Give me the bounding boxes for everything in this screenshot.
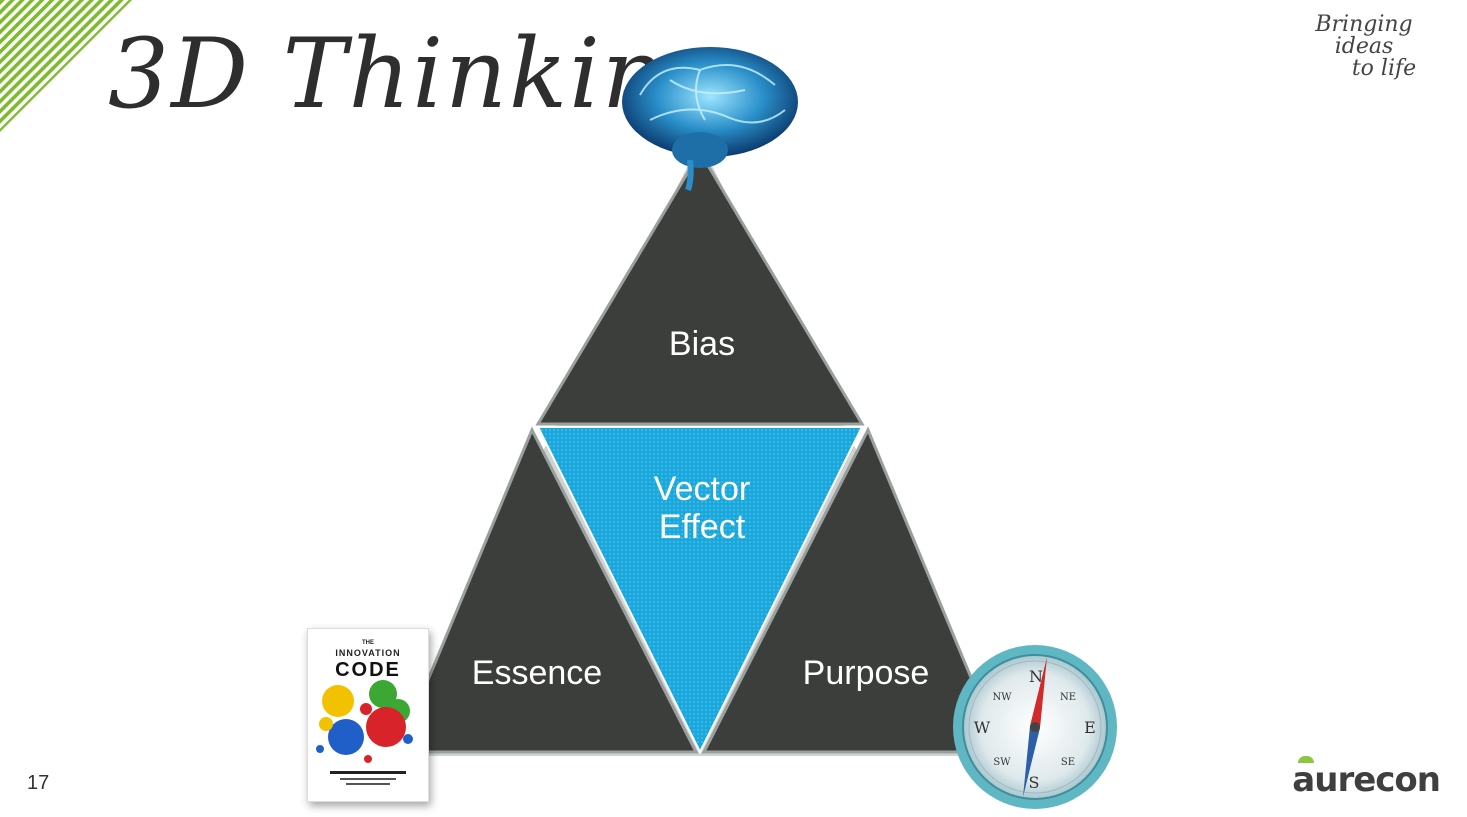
innovation-code-book-image: THE INNOVATION CODE (307, 628, 429, 802)
slide-number: 17 (27, 772, 50, 794)
book-cover-splatter (316, 680, 413, 785)
brain-image (622, 47, 798, 191)
tagline-line-1: Bringing ideas (1315, 12, 1413, 59)
triangle-bottom-left-essence (395, 426, 699, 754)
compass-nw: NW (992, 692, 1012, 703)
compass-w: W (974, 718, 991, 737)
logo-accent-mark (1298, 756, 1315, 763)
logo-text: aurecon (1292, 760, 1441, 800)
label-bias: Bias (669, 325, 735, 363)
tagline-line-2: to life (1351, 56, 1417, 81)
label-effect: Effect (659, 508, 746, 546)
book-title-line-2: CODE (335, 659, 401, 681)
label-essence: Essence (472, 654, 602, 692)
book-title-line-1: INNOVATION (335, 648, 401, 658)
tagline: Bringing ideas to life (1289, 14, 1439, 80)
triangle-bottom-right-purpose (701, 426, 1005, 754)
compass-sw: SW (993, 757, 1011, 768)
compass-s: S (1029, 773, 1040, 792)
triangle-center-vector-effect (536, 426, 864, 755)
compass-se: SE (1061, 757, 1075, 768)
book-the-text: THE (362, 640, 374, 646)
compass-image: N NE E SE S SW W NW (953, 645, 1117, 809)
label-vector: Vector (654, 470, 750, 508)
compass-ne: NE (1060, 692, 1076, 703)
aurecon-logo: aurecon (1292, 756, 1441, 800)
compass-e: E (1084, 718, 1096, 737)
label-purpose: Purpose (803, 654, 930, 692)
compass-n: N (1029, 667, 1043, 686)
triangle-top-bias (535, 149, 865, 426)
corner-stripes-decoration (0, 0, 132, 132)
